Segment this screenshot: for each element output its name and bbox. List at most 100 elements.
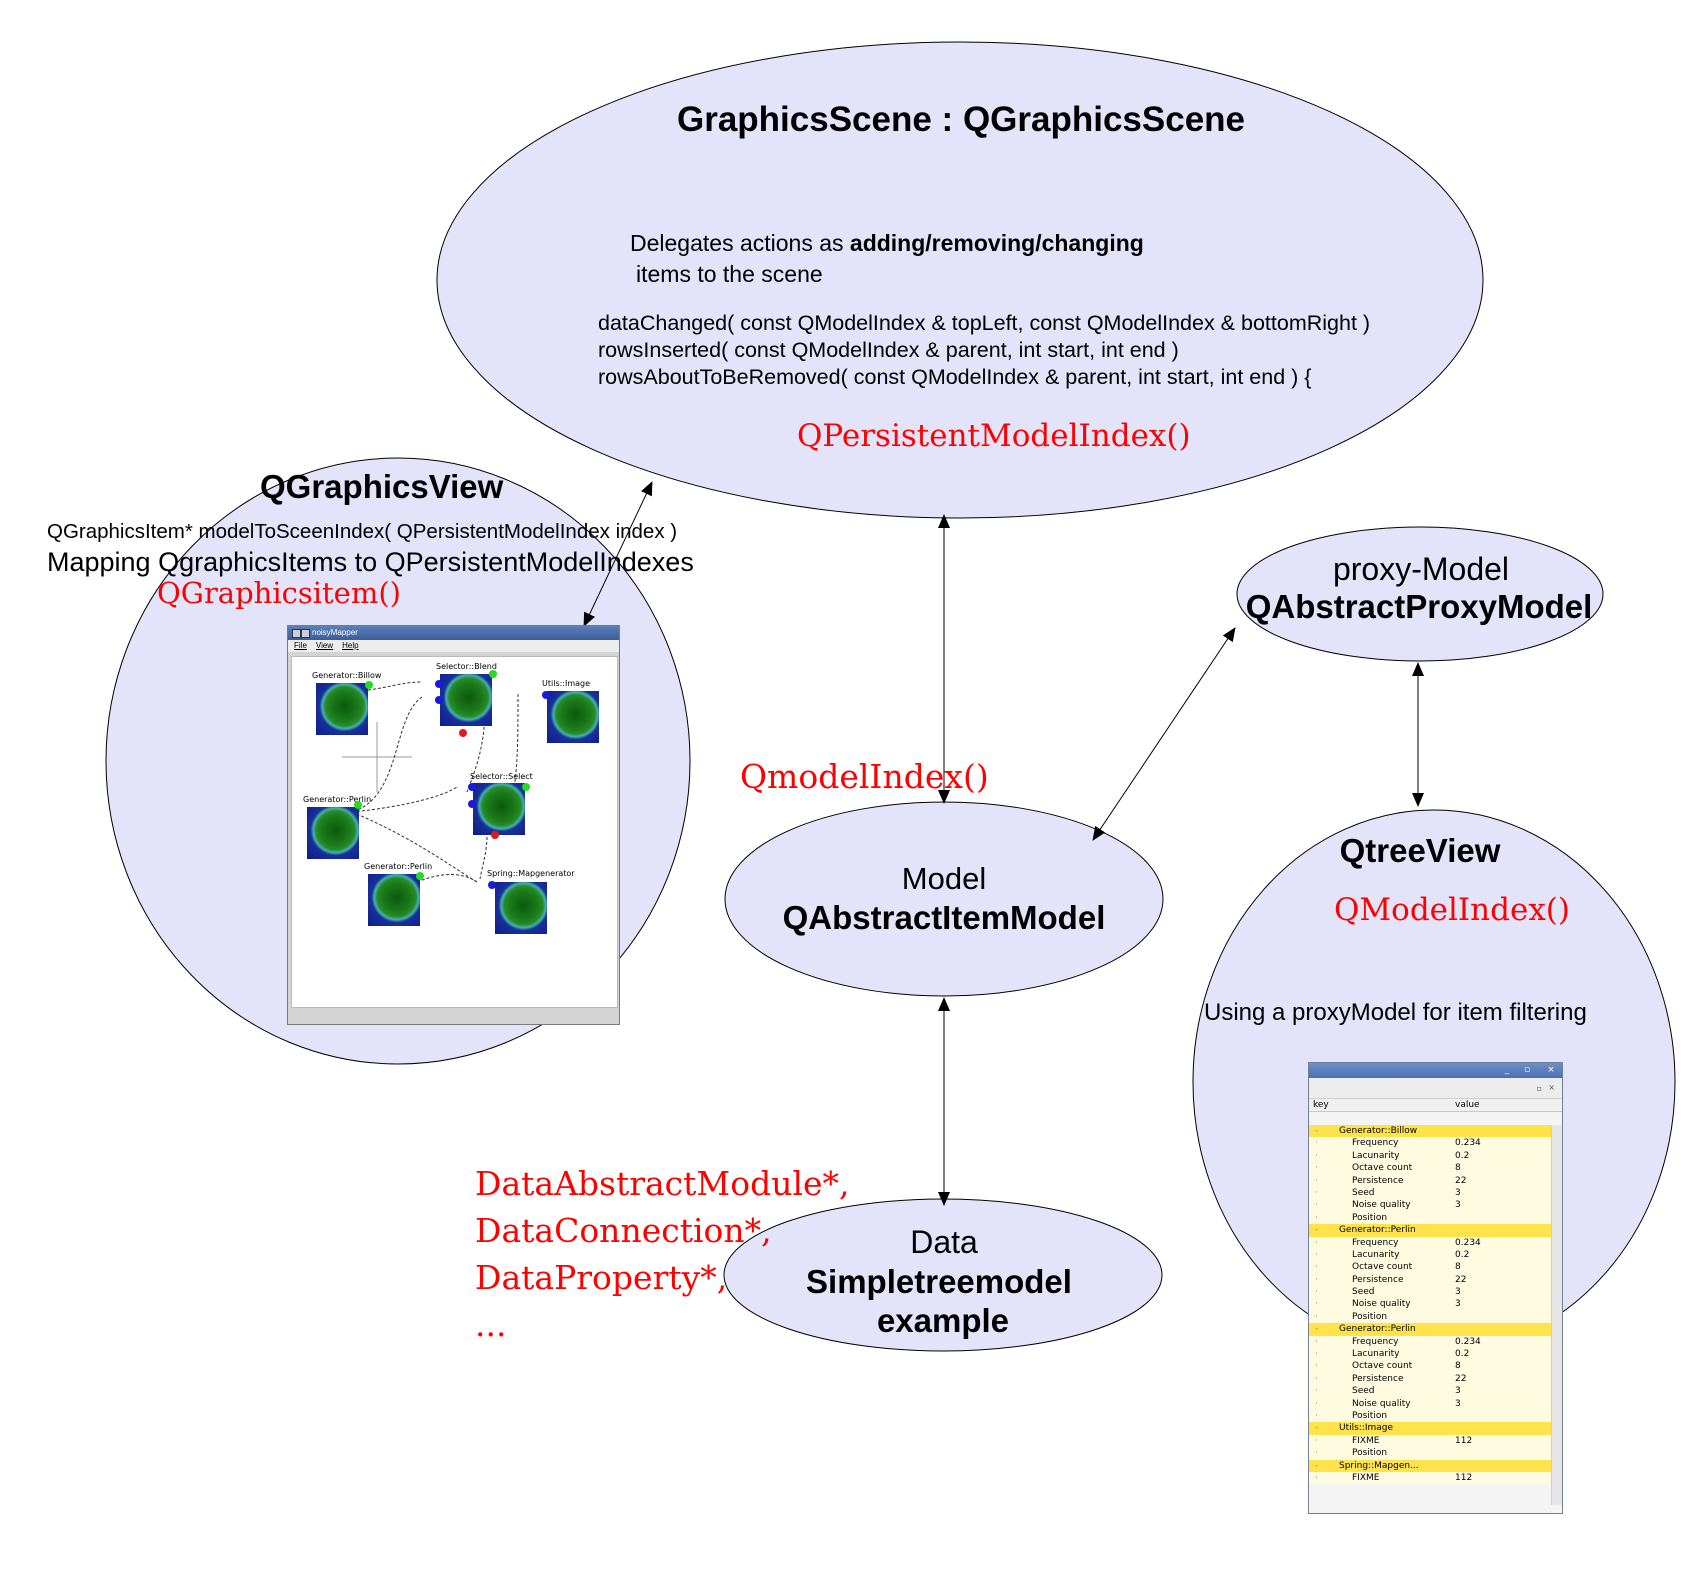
data-type: DataAbstractModule*, [475, 1164, 850, 1203]
node-thumbnail[interactable] [307, 807, 359, 859]
node-thumbnail[interactable] [440, 674, 492, 726]
data-type: DataProperty*, [475, 1258, 728, 1297]
port-input[interactable] [435, 680, 443, 688]
scene-title: GraphicsScene : QGraphicsScene [676, 100, 1246, 139]
node-thumbnail[interactable] [368, 874, 420, 926]
view-title: QGraphicsView [260, 468, 504, 505]
tree-value: 112 [1455, 1435, 1473, 1446]
tree-key: Lacunarity [1352, 1150, 1400, 1161]
close-icon[interactable]: × [1547, 1065, 1555, 1075]
window-menu-icon[interactable] [292, 629, 301, 638]
column-header-key[interactable]: key [1313, 1100, 1329, 1110]
tree-item-row[interactable]: ·Position [1309, 1409, 1553, 1423]
scene-ellipse [436, 41, 1484, 519]
tree-branch-icon: · [1315, 1150, 1318, 1161]
tree-branch-icon[interactable]: - [1315, 1126, 1319, 1136]
node-ports [354, 670, 550, 889]
port-output[interactable] [416, 872, 424, 880]
port-output[interactable] [365, 681, 373, 689]
proxy-class-name: QAbstractProxyModel [1245, 588, 1593, 625]
port-output[interactable] [354, 801, 362, 809]
node-label: Spring::Mapgenerator [487, 869, 575, 878]
tree-branch-icon[interactable]: - [1315, 1324, 1319, 1335]
tree-group-row[interactable]: -Spring::Mapgen... [1309, 1459, 1553, 1472]
proxy-title: proxy-Model [1332, 551, 1510, 587]
tree-item-row[interactable]: ·Position [1309, 1447, 1553, 1460]
tree-branch-icon: · [1315, 1299, 1318, 1310]
tree-group-row[interactable]: -Generator::Perlin [1309, 1323, 1553, 1336]
port-input[interactable] [468, 800, 476, 808]
menu-view[interactable]: View [315, 641, 334, 650]
port-input[interactable] [488, 881, 496, 889]
noisymapper-menubar: File View Help [288, 640, 619, 652]
tree-key: Persistence [1352, 1373, 1404, 1384]
noisymapper-titlebar: noisyMapper [288, 626, 619, 640]
menu-help[interactable]: Help [342, 641, 359, 650]
data-type: ... [475, 1305, 507, 1344]
tree-key: Seed [1352, 1287, 1375, 1298]
window-pin-icon[interactable] [301, 629, 310, 638]
tree-group-row[interactable]: -Generator::Perlin [1309, 1224, 1553, 1237]
tree-value: 3 [1455, 1398, 1461, 1409]
tree-branch-icon: · [1315, 1138, 1318, 1149]
port-control[interactable] [459, 729, 467, 737]
column-header-value[interactable]: value [1455, 1100, 1480, 1110]
data-types: DataAbstractModule*, DataConnection*, Da… [475, 1160, 850, 1348]
tree-branch-icon: · [1315, 1311, 1318, 1322]
tree-branch-icon: · [1315, 1274, 1318, 1285]
tree-item-row[interactable]: ·Position [1309, 1310, 1553, 1324]
tree-branch-icon[interactable]: - [1315, 1423, 1319, 1434]
treeview-header: key value [1309, 1099, 1562, 1112]
menu-file[interactable]: File [294, 641, 307, 650]
tree-key: Noise quality [1352, 1398, 1411, 1409]
dock-close-icon[interactable]: × [1548, 1083, 1555, 1092]
noisymapper-canvas[interactable]: Generator::Billow Selector::Blend Utils:… [291, 656, 618, 1008]
tree-item-row[interactable]: ·Position [1309, 1211, 1553, 1225]
treeview-scrollbar[interactable] [1551, 1125, 1562, 1505]
node-thumbnail[interactable] [473, 783, 525, 835]
port-output[interactable] [489, 670, 497, 678]
tree-branch-icon[interactable]: - [1315, 1225, 1319, 1236]
node-thumbnail[interactable] [547, 691, 599, 743]
tree-branch-icon[interactable]: - [1315, 1460, 1319, 1471]
data-line2: example [876, 1302, 1010, 1339]
tree-branch-icon: · [1315, 1287, 1318, 1298]
arrow-scene-view [583, 481, 653, 627]
node-thumbnail[interactable] [495, 882, 547, 934]
minimize-icon[interactable]: _ [1504, 1065, 1510, 1075]
port-input[interactable] [435, 696, 443, 704]
port-output[interactable] [522, 783, 530, 791]
port-input[interactable] [468, 783, 476, 791]
tree-group-row[interactable]: -Utils::Image [1309, 1422, 1553, 1435]
tree-group-row[interactable]: -Generator::Billow [1309, 1125, 1553, 1138]
connection [479, 836, 488, 880]
node-thumbnail[interactable] [316, 683, 368, 735]
float-icon[interactable]: ▫ [1536, 1084, 1542, 1093]
tree-value: 3 [1455, 1299, 1461, 1310]
maximize-icon[interactable]: ▫ [1523, 1065, 1531, 1075]
arrow-model-proxy [1092, 627, 1236, 841]
port-input[interactable] [542, 691, 550, 699]
port-control[interactable] [491, 831, 499, 839]
